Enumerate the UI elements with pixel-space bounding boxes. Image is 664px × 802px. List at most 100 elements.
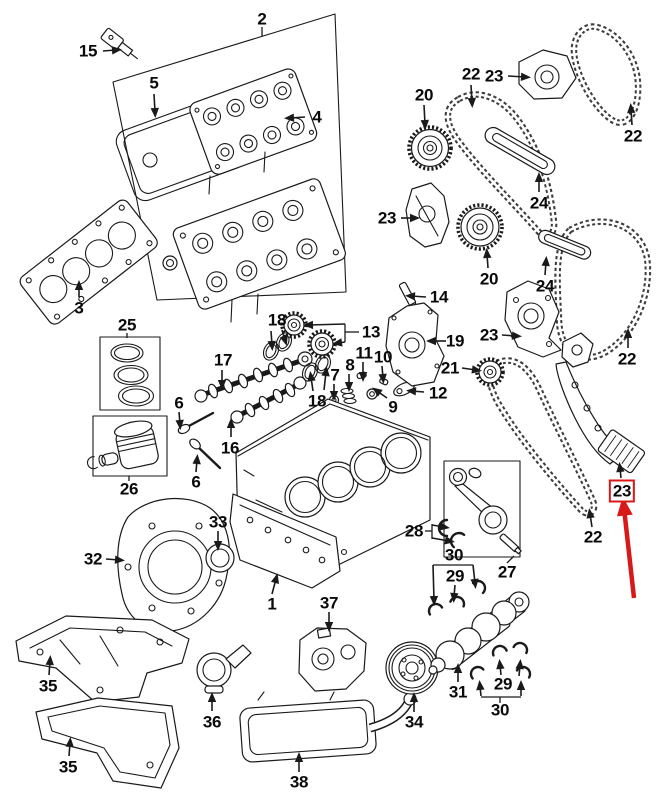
callout-22[interactable]: 22 — [623, 126, 643, 146]
callout-23[interactable]: 23 — [377, 208, 397, 228]
callout-23-selected[interactable]: 23 — [608, 479, 636, 503]
callout-29[interactable]: 29 — [445, 566, 465, 586]
camshaft-upper — [194, 351, 313, 403]
arrowhead — [623, 328, 633, 338]
arrowhead — [217, 380, 227, 390]
oil-pump — [298, 627, 367, 692]
red-arrowhead — [616, 496, 633, 517]
callout-16[interactable]: 16 — [220, 438, 240, 458]
callout-6[interactable]: 6 — [191, 472, 201, 492]
arrowhead — [420, 119, 429, 130]
arrowhead — [515, 659, 524, 670]
callout-24[interactable]: 24 — [529, 193, 549, 213]
callout-15[interactable]: 15 — [78, 41, 98, 61]
callout-8[interactable]: 8 — [345, 355, 355, 375]
callout-1[interactable]: 1 — [267, 594, 277, 614]
arrowhead — [307, 371, 316, 382]
callout-28[interactable]: 28 — [404, 521, 424, 541]
callout-33[interactable]: 33 — [208, 512, 228, 532]
callout-32[interactable]: 32 — [83, 549, 103, 569]
arrowhead — [213, 541, 223, 551]
arrowhead — [111, 46, 122, 55]
crankshaft-pulley — [385, 641, 439, 695]
callout-22[interactable]: 22 — [617, 349, 637, 369]
callout-31[interactable]: 31 — [448, 682, 468, 702]
callout-21[interactable]: 21 — [440, 358, 460, 378]
arrowhead — [321, 366, 330, 377]
crankshaft-seal — [205, 543, 235, 573]
callout-22[interactable]: 22 — [461, 64, 481, 84]
callout-24[interactable]: 24 — [535, 276, 555, 296]
arrowhead — [207, 692, 217, 702]
arrowhead — [616, 462, 625, 473]
arrowhead — [279, 334, 288, 346]
arrowhead — [303, 320, 314, 330]
callout-22[interactable]: 22 — [583, 527, 603, 547]
arrowhead — [150, 107, 159, 118]
callout-4[interactable]: 4 — [312, 107, 322, 127]
arrowhead — [332, 338, 343, 347]
callout-18[interactable]: 18 — [267, 310, 287, 330]
callout-14[interactable]: 14 — [429, 287, 449, 307]
cam-adjuster-gears — [280, 311, 337, 359]
arrowhead — [586, 508, 595, 519]
timing-chain-tensioner-arm-selected — [555, 332, 646, 474]
callout-20[interactable]: 20 — [479, 269, 499, 289]
arrowhead — [45, 655, 54, 666]
callout-5[interactable]: 5 — [149, 73, 159, 93]
lower-oil-pan — [35, 697, 180, 789]
callout-36[interactable]: 36 — [202, 712, 222, 732]
callout-34[interactable]: 34 — [404, 712, 424, 732]
rear-cover-plate — [117, 497, 230, 632]
callout-2[interactable]: 2 — [257, 9, 267, 29]
oil-pickup-tube — [196, 644, 252, 694]
camshaft-lower — [230, 376, 307, 424]
callout-23[interactable]: 23 — [484, 66, 504, 86]
head-gasket — [19, 199, 158, 325]
callout-17[interactable]: 17 — [213, 350, 233, 370]
callout-13[interactable]: 13 — [361, 322, 381, 342]
cylinder-head — [162, 151, 346, 323]
callout-20[interactable]: 20 — [414, 85, 434, 105]
arrowhead — [426, 336, 436, 346]
callout-29[interactable]: 29 — [493, 674, 513, 694]
arrowhead — [284, 113, 295, 122]
callout-12[interactable]: 12 — [428, 383, 448, 403]
arrowhead — [476, 680, 485, 691]
callout-19[interactable]: 19 — [445, 331, 465, 351]
arrowhead — [270, 573, 280, 584]
callout-35[interactable]: 35 — [58, 757, 78, 777]
callout-27[interactable]: 27 — [497, 562, 517, 582]
arrowhead — [329, 391, 339, 401]
callout-26[interactable]: 26 — [119, 479, 139, 499]
callout-connector — [432, 564, 435, 601]
arrowhead — [496, 659, 505, 670]
callout-18[interactable]: 18 — [307, 391, 327, 411]
callout-11[interactable]: 11 — [355, 343, 373, 363]
callout-38[interactable]: 38 — [289, 772, 309, 792]
lower-crankcase — [229, 493, 341, 589]
arrowhead — [467, 97, 476, 108]
callout-37[interactable]: 37 — [319, 593, 339, 613]
callout-6[interactable]: 6 — [174, 393, 184, 413]
arrowhead — [324, 622, 334, 632]
camshaft-sprocket-mid — [456, 203, 504, 251]
callout-30[interactable]: 30 — [490, 700, 510, 720]
callout-35[interactable]: 35 — [38, 676, 58, 696]
oil-cooler — [239, 691, 417, 763]
chain-tensioner-left — [405, 182, 450, 248]
callout-25[interactable]: 25 — [117, 315, 137, 335]
arrowhead — [74, 280, 84, 290]
piston-ring-set — [99, 336, 161, 411]
callout-3[interactable]: 3 — [74, 298, 84, 318]
callout-10[interactable]: 10 — [373, 347, 393, 367]
chain-guide-upper — [484, 126, 556, 176]
callout-30[interactable]: 30 — [444, 545, 464, 565]
callout-23[interactable]: 23 — [479, 325, 499, 345]
callout-9[interactable]: 9 — [388, 397, 398, 417]
upper-oil-pan — [15, 615, 190, 703]
callout-7[interactable]: 7 — [330, 365, 340, 385]
timing-chain-lower — [486, 357, 598, 517]
